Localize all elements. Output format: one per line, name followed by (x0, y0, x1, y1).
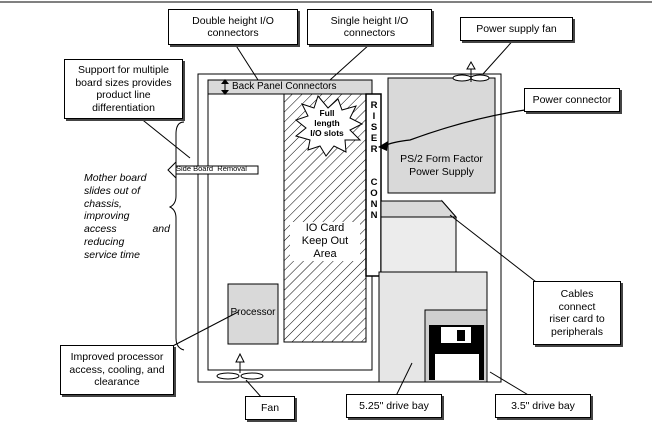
motherboard-slides-text: Mother board slides out of chassis, impr… (84, 172, 170, 261)
full-length-slots-label: Full length I/O slots (310, 108, 344, 138)
floppy-disk-icon (429, 325, 484, 380)
back-panel-label: Back Panel Connectors (232, 81, 337, 92)
brace-left (168, 121, 185, 351)
callout-525-bay: 5.25" drive bay (346, 394, 442, 418)
callout-power-connector: Power connector (524, 88, 620, 112)
double-arrow-icon (221, 79, 229, 95)
callout-35-bay: 3.5" drive bay (495, 394, 591, 418)
riser-connector (365, 93, 382, 277)
back-panel-connectors (207, 79, 373, 95)
riser-cage-top (380, 200, 458, 218)
processor-chip (227, 283, 279, 345)
processor-label: Processor (230, 307, 276, 318)
leader-lines (133, 35, 541, 399)
psu-fan-icon (452, 60, 490, 82)
riser-cage-front (380, 216, 457, 273)
power-supply (387, 77, 496, 194)
fan-icon (216, 352, 264, 380)
callout-psu-fan: Power supply fan (460, 17, 573, 41)
psu-label: PS/2 Form Factor Power Supply (400, 153, 483, 178)
power-connector-arrow-icon (378, 109, 526, 151)
io-card-label: IO Card Keep Out Area (290, 222, 360, 261)
callout-fan: Fan (245, 396, 295, 420)
side-board-removal-label: Side Board Removal (176, 164, 247, 173)
full-length-burst (294, 94, 364, 157)
